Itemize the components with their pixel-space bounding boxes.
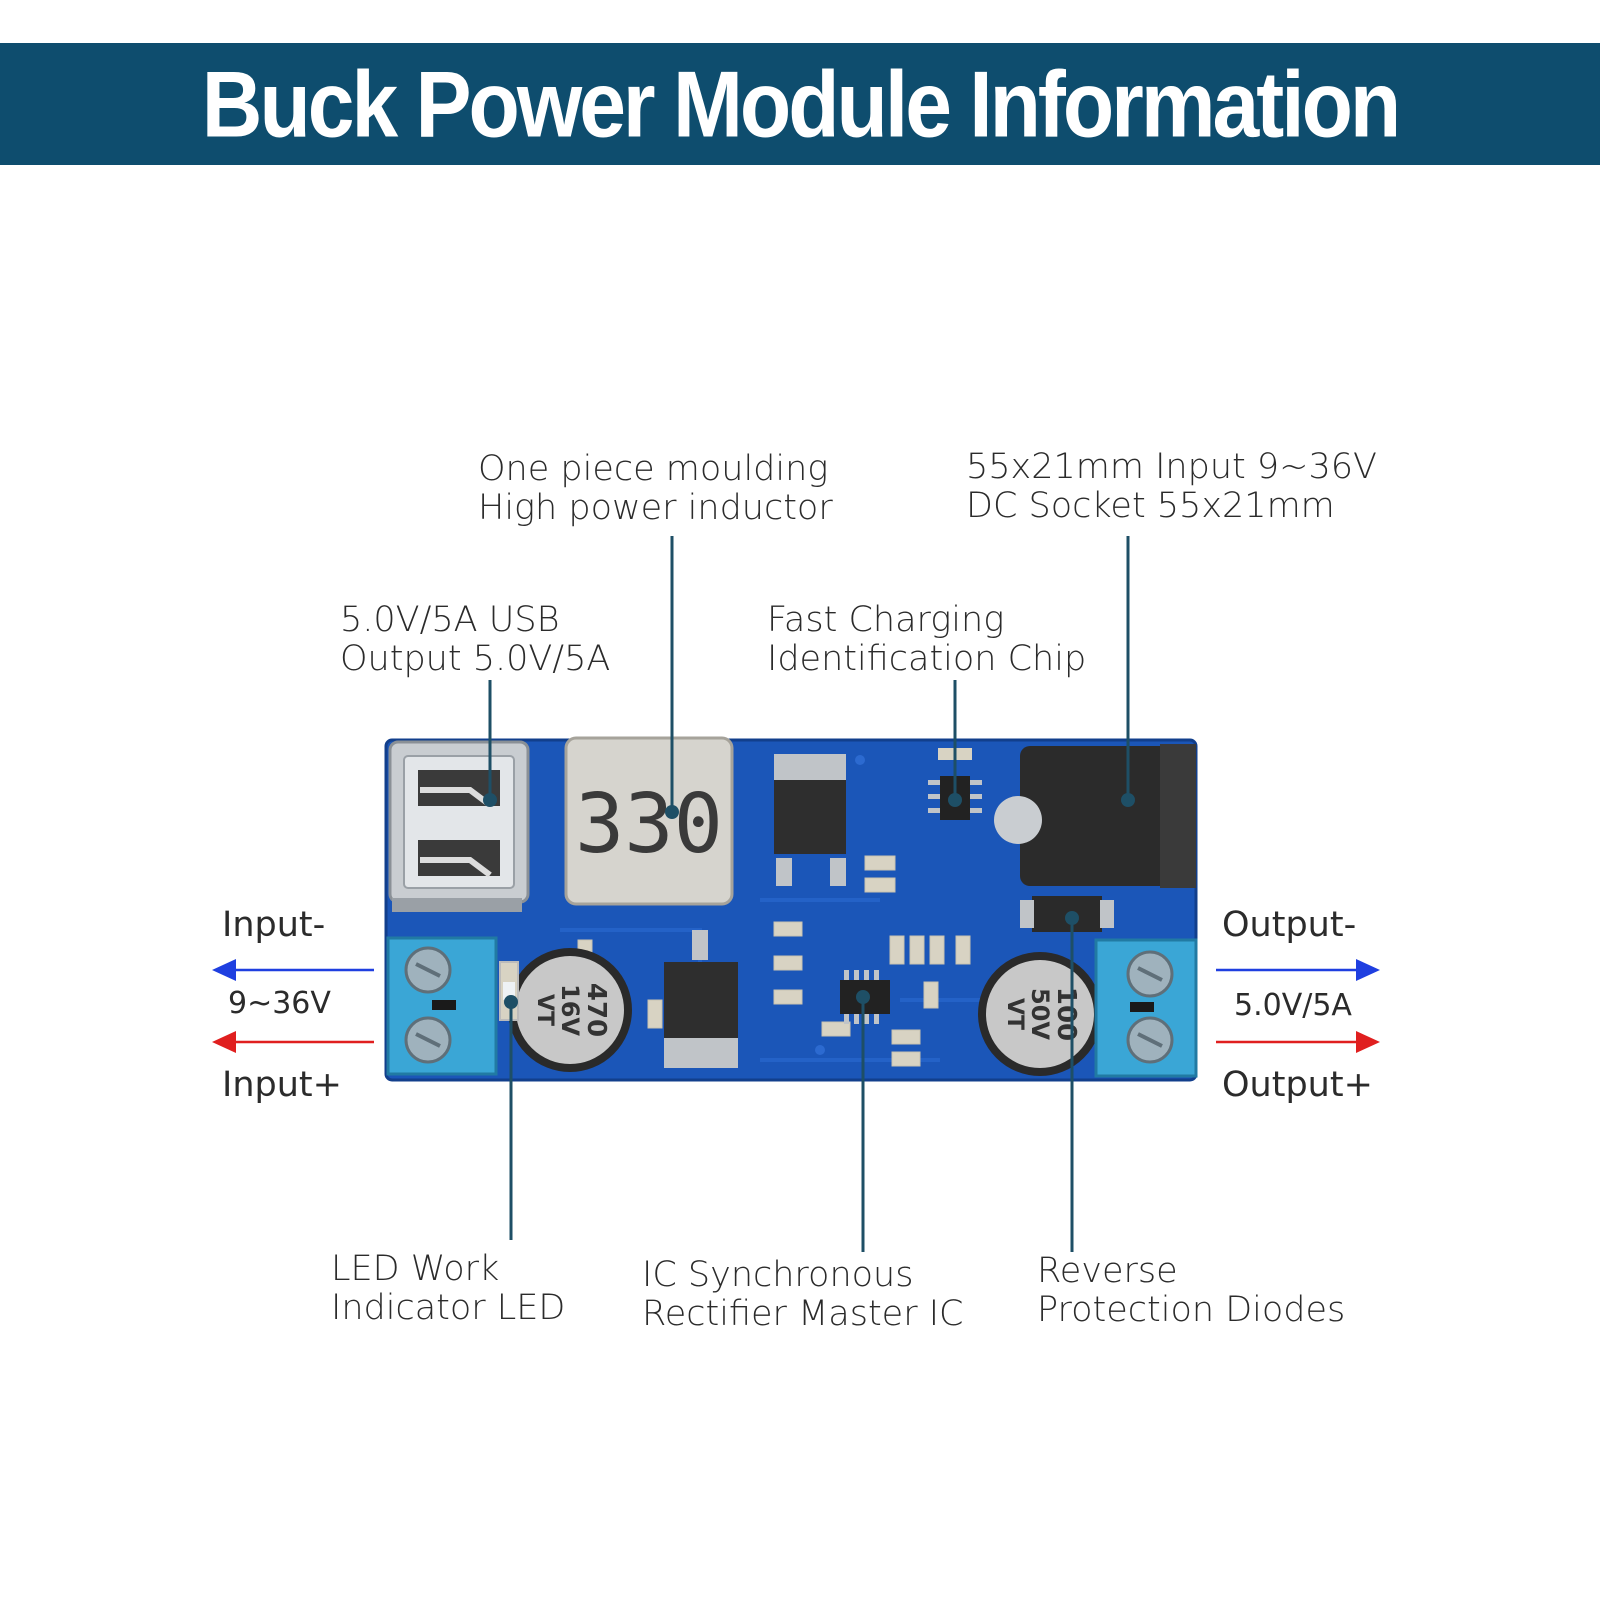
callout-usb-line1: 5.0V/5A USB xyxy=(340,600,560,640)
callout-diodes: Reverse Protection Diodes xyxy=(1037,1252,1345,1330)
cap-output-voltage: 50V xyxy=(1026,988,1054,1040)
callout-led: LED Work Indicator LED xyxy=(331,1250,565,1328)
usb-port xyxy=(388,740,530,912)
callout-charging-chip-line2: Identification Chip xyxy=(767,639,1087,679)
callout-ic: IC Synchronous Rectifier Master IC xyxy=(642,1256,963,1334)
callout-inductor: One piece moulding High power inductor xyxy=(478,450,833,528)
input-minus-label: Input- xyxy=(222,905,326,945)
cap-input-voltage: 16V xyxy=(556,984,584,1036)
callout-ic-line2: Rectifier Master IC xyxy=(642,1294,964,1334)
cap-input-brand: VT xyxy=(532,994,557,1026)
callout-charging-chip: Fast Charging Identification Chip xyxy=(767,601,1086,679)
callout-dc-socket: 55x21mm Input 9~36V DC Socket 55x21mm xyxy=(966,448,1377,526)
output-rating-label: 5.0V/5A xyxy=(1234,988,1352,1023)
callout-inductor-line2: High power inductor xyxy=(478,488,833,528)
output-minus-label: Output- xyxy=(1222,905,1357,945)
input-range-label: 9~36V xyxy=(228,986,331,1021)
callout-diodes-line1: Reverse xyxy=(1037,1251,1178,1291)
input-terminal xyxy=(386,936,498,1076)
callout-dc-socket-line1: 55x21mm Input 9~36V xyxy=(966,447,1377,487)
page-title: Buck Power Module Information xyxy=(201,50,1401,157)
input-plus-label: Input+ xyxy=(222,1065,342,1105)
leader-dots xyxy=(483,793,1135,1009)
output-minus-arrow xyxy=(1216,959,1380,981)
inductor: 330 xyxy=(564,736,734,906)
cap-output-brand: VT xyxy=(1002,998,1027,1030)
input-capacitor: 470 16V VT xyxy=(508,948,632,1072)
mosfet-bottom xyxy=(664,930,738,1068)
output-capacitor: 100 50V VT xyxy=(978,952,1102,1076)
dc-socket xyxy=(994,744,1196,888)
input-minus-arrow xyxy=(212,959,374,981)
output-plus-arrow xyxy=(1216,1031,1380,1053)
inductor-marking: 330 xyxy=(575,777,723,872)
callout-ic-line1: IC Synchronous xyxy=(642,1255,914,1295)
output-plus-label: Output+ xyxy=(1222,1065,1373,1105)
cap-output-value: 100 xyxy=(1051,987,1081,1041)
input-plus-arrow xyxy=(212,1031,374,1053)
output-terminal xyxy=(1094,938,1198,1078)
callout-charging-chip-line1: Fast Charging xyxy=(767,600,1005,640)
work-led xyxy=(499,961,519,1021)
callout-usb-line2: Output 5.0V/5A xyxy=(340,639,611,679)
leader-lines xyxy=(488,536,1130,1252)
cap-input-value: 470 xyxy=(581,983,611,1037)
callout-diodes-line2: Protection Diodes xyxy=(1037,1290,1346,1330)
mosfet-top xyxy=(774,754,846,886)
callout-dc-socket-line2: DC Socket 55x21mm xyxy=(966,486,1335,526)
callout-inductor-line1: One piece moulding xyxy=(478,449,829,489)
callout-usb: 5.0V/5A USB Output 5.0V/5A xyxy=(340,601,610,679)
title-banner: Buck Power Module Information xyxy=(0,43,1600,165)
callout-led-line2: Indicator LED xyxy=(331,1288,566,1328)
callout-led-line1: LED Work xyxy=(331,1249,500,1289)
